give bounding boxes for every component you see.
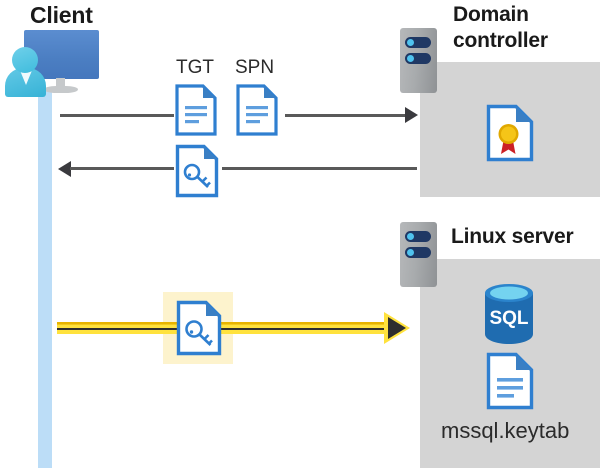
document-icon-svg [175,84,217,136]
page-title-linux-server: Linux server [451,225,574,248]
domain-controller-title-line1: Domain [453,3,529,26]
service-ticket-line-right [221,322,386,334]
service-ticket-arrowhead [388,317,406,339]
user-head-icon [12,47,38,73]
label-spn: SPN [235,57,275,78]
ticket-key-document-icon [175,144,219,203]
page-title-domain-controller: Domain controller [453,2,593,54]
message-response-line-left [70,167,174,170]
label-tgt: TGT [176,57,214,78]
sql-database-icon-svg: SQL [485,284,533,344]
sql-label: SQL [489,308,528,329]
sql-database-icon: SQL [480,282,538,351]
client-lifeline [38,88,52,468]
document-icon-svg [486,352,534,410]
key-document-icon-svg [175,144,219,198]
message-request-line-left [60,114,174,117]
keytab-document-icon [486,352,534,415]
monitor-base-icon [44,86,78,93]
certificate-icon-svg [486,104,534,162]
server-led-icon [405,231,431,242]
server-led-icon [405,53,431,64]
message-request-line-right [285,114,407,117]
tgt-document-icon [175,84,217,141]
service-ticket-key-document-icon [176,300,222,361]
monitor-neck-icon [56,78,65,89]
document-icon-svg [236,84,278,136]
key-document-icon-svg [176,300,222,356]
domain-controller-title-line2: controller [453,29,548,52]
message-response-line-right [222,167,417,170]
message-request-arrowhead [405,107,418,123]
keytab-file-caption: mssql.keytab [441,418,570,443]
certificate-icon [486,104,534,167]
service-ticket-line-left [57,322,177,334]
linux-server-server-icon [400,222,437,287]
domain-controller-server-icon [400,28,437,93]
spn-document-icon [236,84,278,141]
page-title-client: Client [30,2,93,28]
message-response-arrowhead [58,161,71,177]
server-led-icon [405,37,431,48]
server-led-icon [405,247,431,258]
